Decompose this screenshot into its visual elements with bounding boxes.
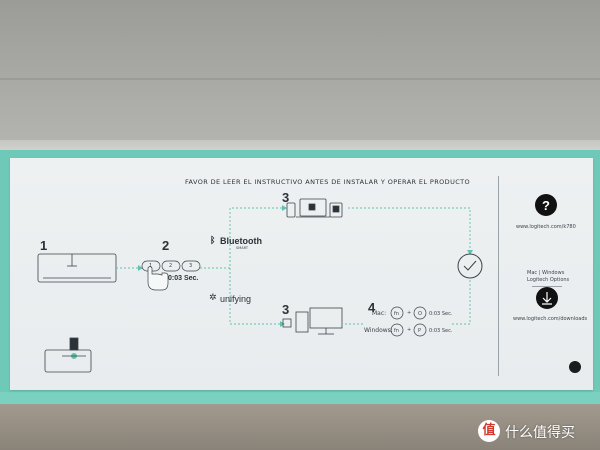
step-2-number: 2	[162, 238, 170, 253]
check-circle-icon	[457, 253, 483, 279]
windows-os-label: Windows:	[364, 327, 393, 334]
instruction-heading: FAVOR DE LEER EL INSTRUCTIVO ANTES DE IN…	[185, 178, 471, 186]
flow-connectors	[116, 207, 471, 325]
bluetooth-smart-label: SMART	[236, 246, 248, 250]
channel-button-3: 3	[189, 263, 193, 269]
hand-press-illustration	[147, 266, 169, 291]
downloads-url: www.logitech.com/downloads	[513, 316, 588, 322]
mac-hold-time: 0:03 Sec.	[429, 311, 453, 317]
recycle-logo-icon	[569, 361, 581, 373]
windows-hold-time: 0:03 Sec.	[429, 328, 453, 334]
options-platforms: Mac | Windows	[527, 270, 565, 276]
help-url: www.logitech.com/k780	[516, 224, 576, 230]
flow-arrows	[138, 205, 473, 327]
mac-plus: +	[407, 310, 412, 316]
bluetooth-icon: ᛒ	[210, 236, 216, 246]
step-3-bluetooth-number: 3	[282, 190, 290, 205]
shortcut-keys	[390, 306, 427, 337]
sidebar-separator	[532, 286, 562, 287]
step-1-number: 1	[40, 238, 48, 253]
watermark-text: 什么值得买	[505, 425, 575, 441]
floor	[0, 404, 600, 450]
svg-text:?: ?	[542, 198, 550, 213]
unifying-label: unifying	[220, 294, 252, 304]
bluetooth-label: Bluetooth	[220, 236, 262, 246]
mac-o-key: O	[418, 311, 422, 317]
keyboard-slot-illustration	[44, 337, 92, 373]
box-lid	[0, 0, 600, 160]
lid-crease	[0, 78, 600, 80]
channel-button-1: 1	[149, 263, 153, 269]
help-icon: ?	[535, 194, 557, 216]
windows-plus: +	[407, 327, 412, 333]
options-app-name: Logitech Options	[527, 277, 570, 283]
step-4-number: 4	[368, 300, 376, 315]
channel-button-2: 2	[169, 263, 173, 269]
bt-devices	[286, 198, 343, 218]
keyboard-illustration	[37, 253, 117, 283]
windows-p-key: P	[418, 328, 422, 334]
unifying-devices	[282, 307, 343, 335]
sidebar-divider	[498, 176, 499, 376]
step-3-unifying-number: 3	[282, 302, 290, 317]
windows-fn-key: fn	[394, 328, 399, 334]
mac-fn-key: fn	[394, 311, 399, 317]
unifying-star-icon: ✲	[209, 293, 217, 303]
instruction-card	[10, 158, 593, 390]
watermark-badge: 值	[478, 420, 500, 442]
download-icon	[536, 287, 558, 309]
tray-lip	[0, 392, 600, 404]
mac-os-label: Mac:	[372, 310, 387, 317]
hold-time: 0:03 Sec.	[168, 275, 199, 282]
